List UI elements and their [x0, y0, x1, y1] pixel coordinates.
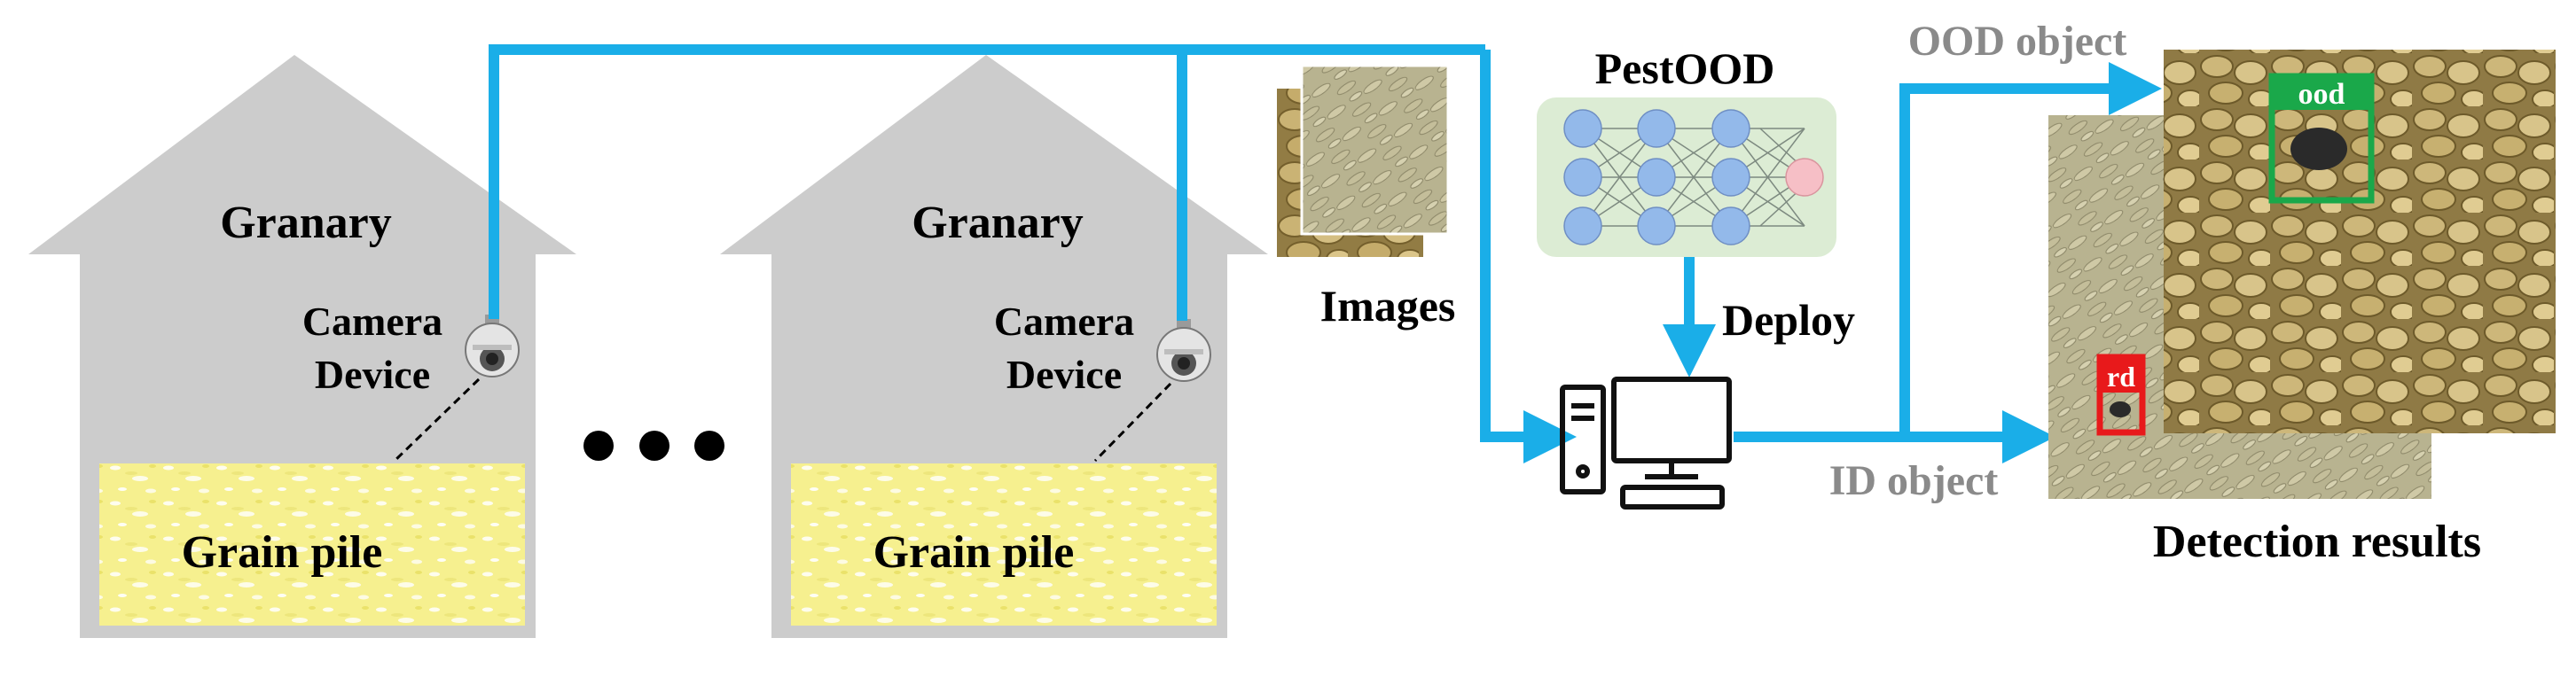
granary-1-camera-line2: Device — [315, 352, 430, 397]
grain-pile-1 — [99, 463, 525, 626]
camera-icon — [1156, 319, 1211, 382]
granary-1-title: Granary — [220, 198, 392, 248]
id-box-tag: rd — [2107, 361, 2135, 393]
id-object-label: ID object — [1829, 457, 1999, 504]
ood-box-tag: ood — [2298, 78, 2345, 111]
camera-connection-lines — [489, 44, 2162, 463]
computer-icon — [1560, 377, 1732, 510]
images-label: Images — [1320, 281, 1456, 331]
images-stack: Images — [1277, 64, 1456, 331]
pestood-model: PestOOD Deploy — [1537, 43, 1855, 345]
granary-2-title: Granary — [912, 198, 1084, 248]
granary-1: Granary Camera Device Grain pile — [28, 55, 576, 638]
detection-results: ood rd Detection results — [2048, 50, 2556, 567]
id-bounding-box: rd — [2096, 354, 2146, 436]
output-node — [1785, 158, 1824, 197]
grain-pile-2 — [791, 463, 1217, 626]
camera-view-line-2 — [1093, 382, 1172, 463]
ood-object-label: OOD object — [1908, 18, 2127, 65]
grain-pile-1-label: Grain pile — [182, 527, 383, 578]
granary-2-camera-line1: Camera — [994, 299, 1134, 344]
granary-1-camera-line1: Camera — [302, 299, 442, 344]
granary-2-camera-line2: Device — [1006, 352, 1122, 397]
network-nodes — [1563, 109, 1750, 245]
more-granaries-ellipsis — [583, 431, 724, 461]
detection-results-label: Detection results — [2153, 517, 2481, 567]
ood-bounding-box: ood — [2268, 73, 2375, 204]
grain-pile-2-label: Grain pile — [873, 527, 1075, 578]
ood-result-image — [2164, 50, 2556, 433]
pest-icon — [2290, 128, 2347, 170]
granary-2: Granary Camera Device Grain pile — [720, 55, 1268, 638]
model-label: PestOOD — [1595, 43, 1775, 93]
deploy-label: Deploy — [1722, 295, 1855, 345]
camera-view-line-1 — [393, 377, 481, 463]
pest-icon — [2110, 401, 2131, 417]
